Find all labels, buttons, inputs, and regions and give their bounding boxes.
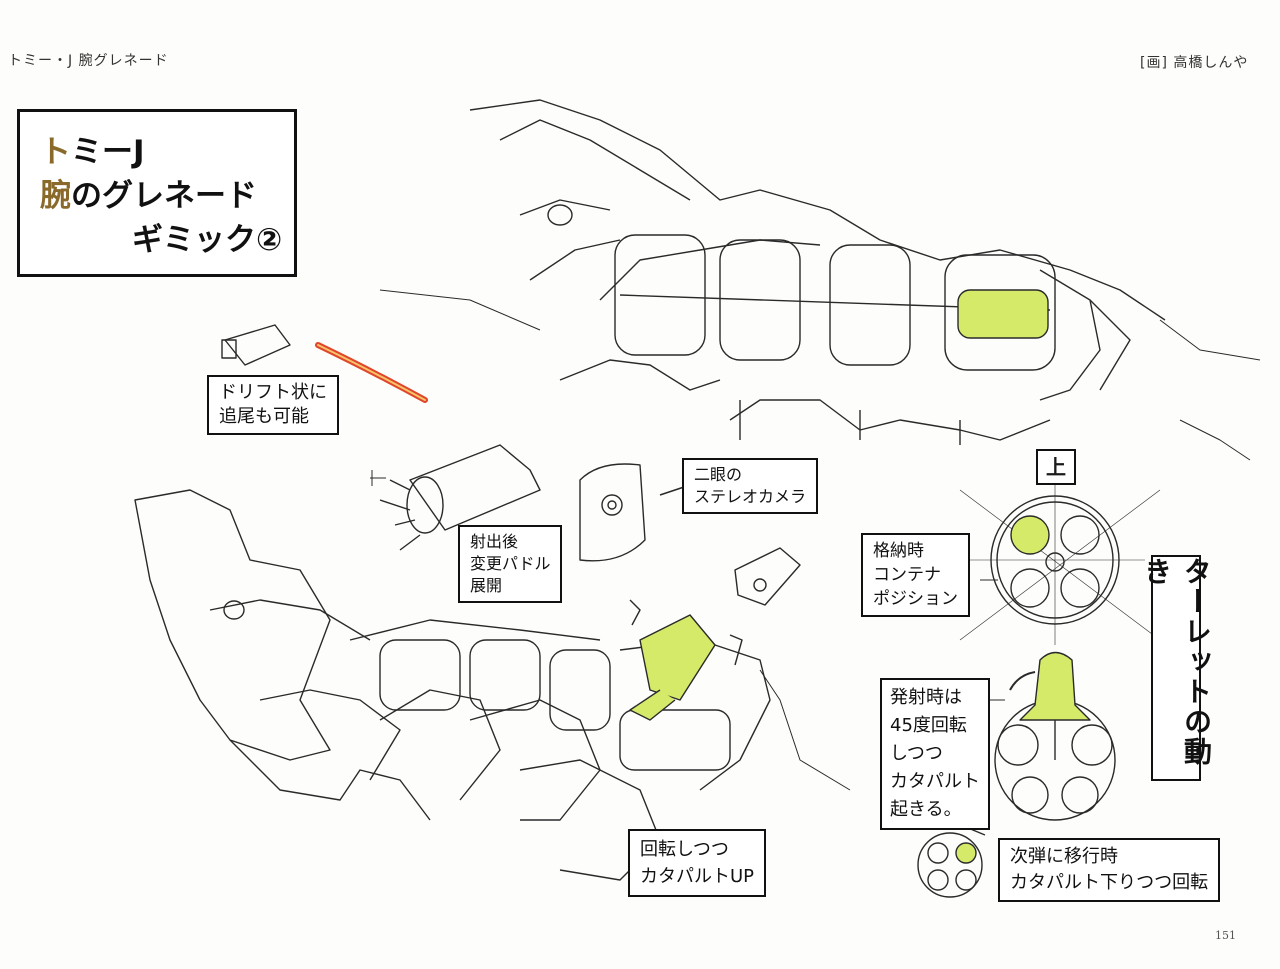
title-line-1: トミーJ — [40, 134, 145, 170]
label-drift: ドリフト状に追尾も可能 — [207, 375, 339, 435]
label-next-round: 次弾に移行時カタパルト下りつつ回転 — [998, 838, 1221, 902]
lower-arm-sketch — [134, 489, 851, 881]
flying-grenade-sketch — [221, 324, 428, 403]
title-line-3: ギミック② — [132, 222, 283, 258]
lower-highlighted-grenade — [639, 614, 716, 701]
upper-highlighted-grenade — [957, 289, 1049, 339]
small-grenade-sketch — [734, 547, 801, 606]
page-number: 151 — [1215, 929, 1236, 942]
title-line-2: 腕のグレネード — [40, 178, 257, 214]
label-stereo-camera: 二眼のステレオカメラ — [682, 458, 819, 514]
turret-stowed-diagram — [959, 480, 1161, 645]
label-paddle: 射出後変更パドル展開 — [458, 525, 563, 603]
label-catapult-up: 回転しつつカタパルトUP — [628, 829, 767, 897]
up-marker: 上 — [1036, 449, 1076, 485]
running-title: トミー・J 腕グレネード — [8, 53, 169, 69]
turret-next-round-diagram — [917, 827, 986, 898]
upper-arm-sketch — [379, 99, 1261, 461]
artist-credit: [画] 高橋しんや — [1140, 55, 1249, 71]
camera-grenade-sketch — [579, 463, 691, 562]
paddle-grenade-sketch — [370, 444, 541, 551]
title-box: トミーJ 腕のグレネード ギミック② — [17, 109, 297, 277]
label-stowed-position: 格納時コンテナポジション — [861, 533, 970, 617]
turret-firing-diagram — [994, 651, 1116, 821]
upper-turret-cylinders — [547, 204, 1056, 371]
turret-motion-heading: ターレットの動き — [1140, 555, 1213, 781]
